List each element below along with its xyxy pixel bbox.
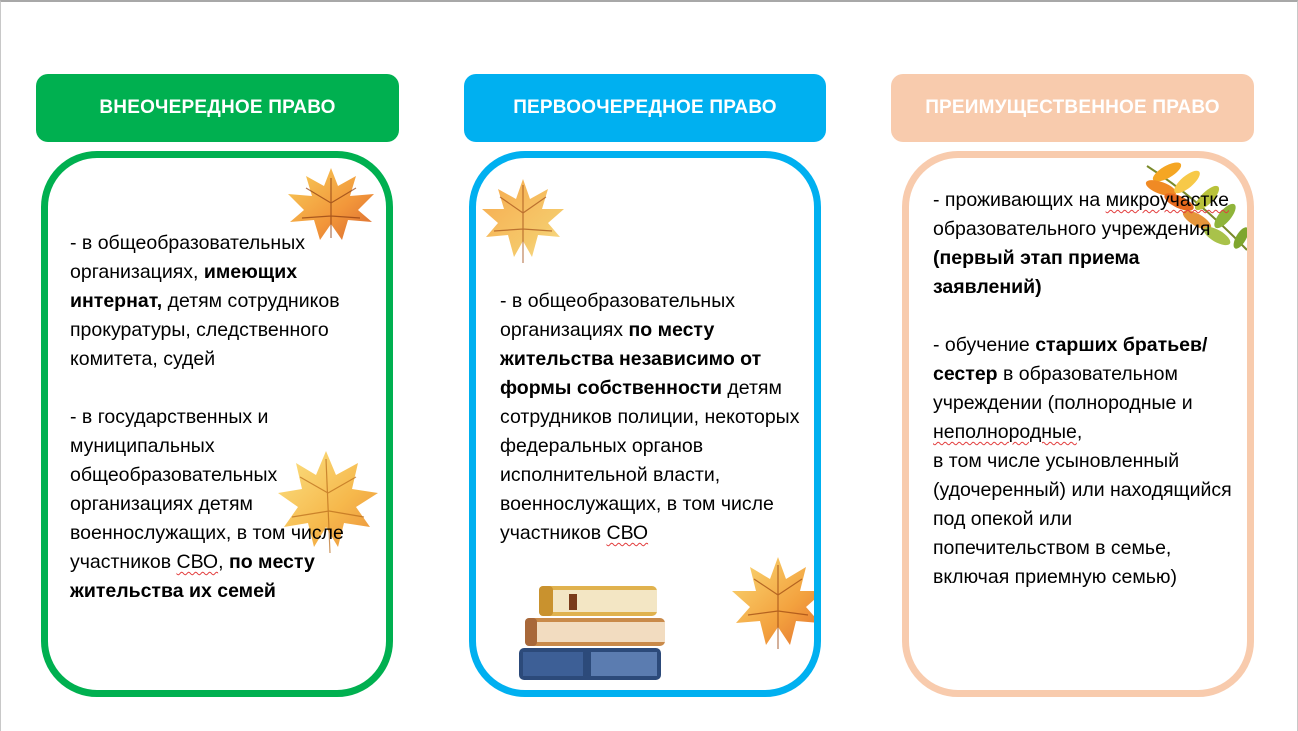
card3-text: - проживающих на микроучастке образовате… (933, 186, 1233, 592)
card3-p2-text: - обучение (933, 334, 1036, 356)
card2-paragraph-1: - в общеобразовательных организациях по … (500, 287, 800, 548)
card-extraordinary-right: - в общеобразовательных организациях, им… (41, 151, 393, 697)
card2-text: - в общеобразовательных организациях по … (500, 287, 800, 548)
maple-leaf-icon (732, 557, 814, 649)
card3-paragraph-2: - обучение старших братьев/сестер в обра… (933, 334, 1208, 443)
card3-p1-mid: образовательного учреждения (933, 218, 1211, 240)
card1-paragraph-1: - в общеобразовательных организациях, им… (70, 229, 370, 374)
header-priority-right: ПЕРВООЧЕРЕДНОЕ ПРАВО (464, 74, 826, 142)
card1-svo-word: СВО (176, 551, 219, 573)
card1-p2-bold: по месту жительства их семей (70, 551, 315, 602)
card3-paragraph-1: - проживающих на микроучастке образовате… (933, 186, 1233, 302)
card2-p1-rest: детям сотрудников полиции, некоторых фед… (500, 377, 800, 544)
card1-p1-bold: имеющих интернат, (70, 261, 298, 312)
card3-paragraph-3: в том числе усыновленный (удочеренный) и… (933, 450, 1232, 588)
card3-micro-word: микроучастке (1105, 189, 1229, 211)
card1-p1-text: - в общеобразовательных организациях, (70, 232, 305, 283)
card2-svo-word: СВО (606, 522, 649, 544)
maple-leaf-icon (482, 179, 564, 263)
header-extraordinary-right: ВНЕОЧЕРЕДНОЕ ПРАВО (36, 74, 399, 142)
card-preferential-right: - проживающих на микроучастке образовате… (902, 151, 1254, 697)
card3-nep-word: неполнородные (933, 421, 1077, 443)
card1-p2-text: - в государственных и муниципальных обще… (70, 406, 344, 573)
card2-p1-bold: по месту жительства независимо от формы … (500, 319, 762, 399)
header-preferential-right: ПРЕИМУЩЕСТВЕННОЕ ПРАВО (891, 74, 1254, 142)
card2-p1-text: - в общеобразовательных организациях (500, 290, 735, 341)
card1-text: - в общеобразовательных организациях, им… (70, 229, 370, 606)
card3-p2-bold: старших братьев/сестер (933, 334, 1208, 385)
card3-p2-mid: в образовательном учреждении (полнородны… (933, 363, 1193, 414)
card3-p1-text: - проживающих на (933, 189, 1106, 211)
card1-p1-rest: детям сотрудников прокуратуры, следствен… (70, 290, 340, 370)
books-stack-icon (511, 580, 681, 680)
card1-paragraph-2: - в государственных и муниципальных обще… (70, 406, 344, 602)
card3-p1-bold: (первый этап приема заявлений) (933, 247, 1140, 298)
